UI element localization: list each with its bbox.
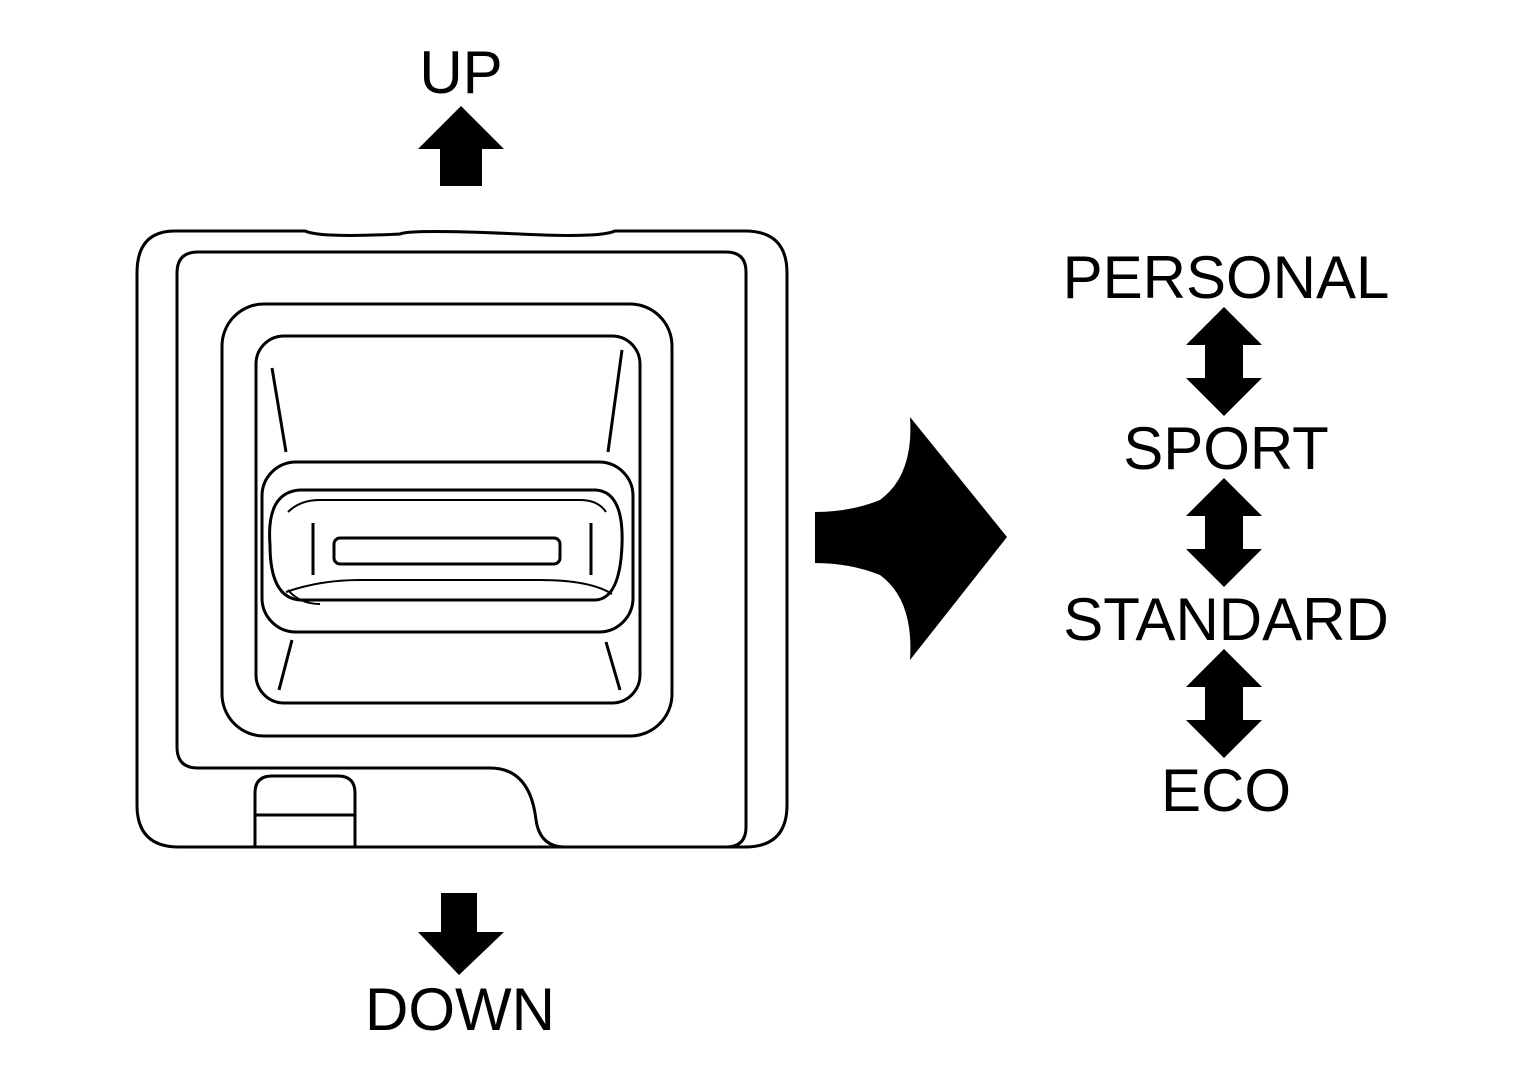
switch-bottom-tab [253,774,357,847]
switch-inner-panel [175,250,748,849]
double-arrow-vertical-icon [1186,307,1262,416]
switch-recess [254,334,642,705]
switch-housing [135,229,789,849]
double-arrow-vertical-icon [1186,649,1262,758]
arrow-down-icon [418,893,504,975]
mode-label-standard: STANDARD [1063,586,1389,653]
double-arrow-vertical-icon [1186,478,1262,587]
toggle-knob-top [268,488,624,602]
arrow-right-icon [815,417,1007,660]
switch-bezel [220,302,674,738]
up-label: UP [419,39,503,106]
toggle-grip-slot [332,536,562,566]
mode-label-eco: ECO [1160,757,1292,824]
toggle-knob-outer[interactable] [260,460,635,634]
arrow-up-icon [418,106,504,186]
mode-label-sport: SPORT [1123,415,1329,482]
down-label: DOWN [365,976,555,1043]
mode-label-personal: PERSONAL [1062,244,1390,311]
